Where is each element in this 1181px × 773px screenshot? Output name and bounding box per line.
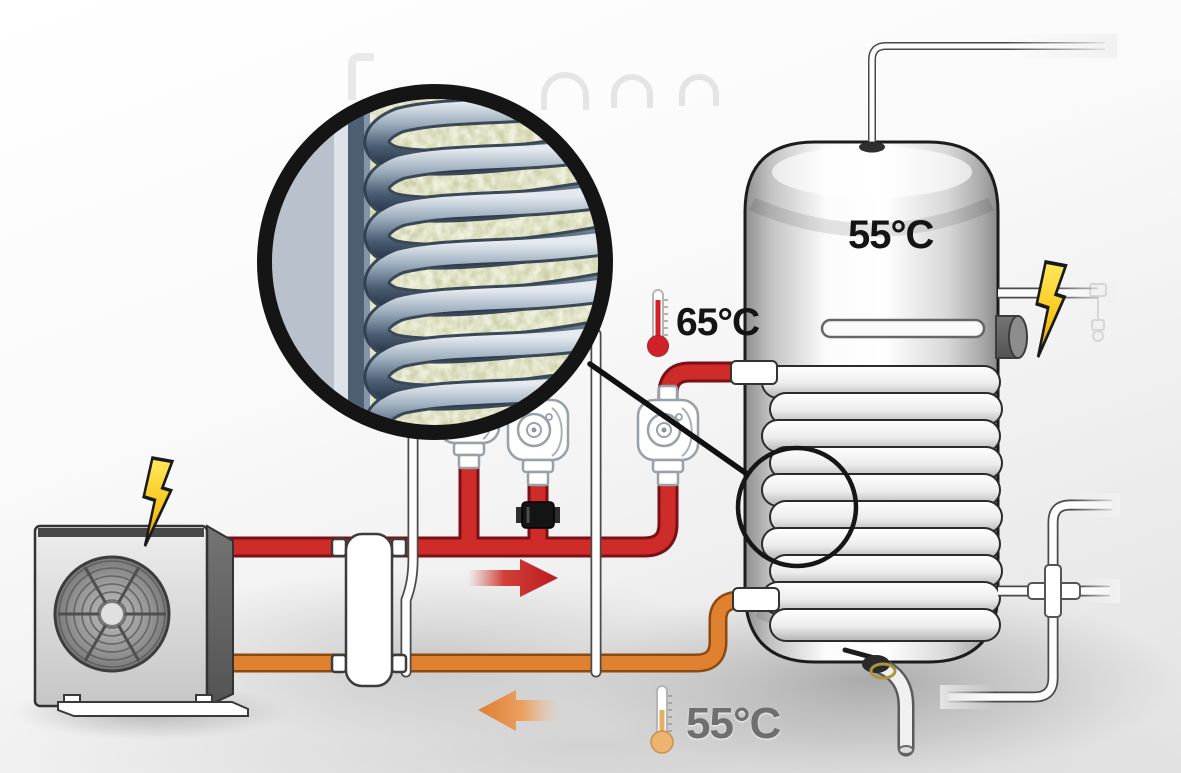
tank-temperature-label: 55°C [848,213,934,257]
return-thermometer-icon [650,685,674,754]
return-temperature-label: 55°C [686,699,781,748]
hydraulic-header [330,532,408,688]
magnifier-circle [257,84,613,440]
circulation-pumps [437,367,700,529]
ghost-pipe-hangers [348,53,719,110]
immersion-lightning-icon [1034,260,1068,359]
tank-coil [761,365,1003,642]
flow-temperature-label: 65°C [676,301,760,344]
return-arrow-icon [478,690,560,731]
immersion-heater-boss [995,315,1028,359]
tank-port-sleeves [730,360,780,612]
return-pipe [222,590,750,673]
magnified-scaled-coil [272,99,598,425]
fan [53,555,171,673]
flow-arrow-icon [468,559,558,597]
inspection-circle [735,445,859,569]
cross-fitting [1027,564,1081,618]
heat-pump-base [57,694,249,717]
ghost-valve [1089,283,1107,342]
tank-top-collar [859,141,885,153]
immersion-heater-element [820,318,986,339]
check-valve [516,501,560,529]
drain-valve [842,647,915,757]
flow-thermometer-icon [647,289,669,357]
heat-pump-unit [33,456,249,717]
magnifier-pointer-line [587,361,750,477]
ghost-risers [400,328,602,678]
